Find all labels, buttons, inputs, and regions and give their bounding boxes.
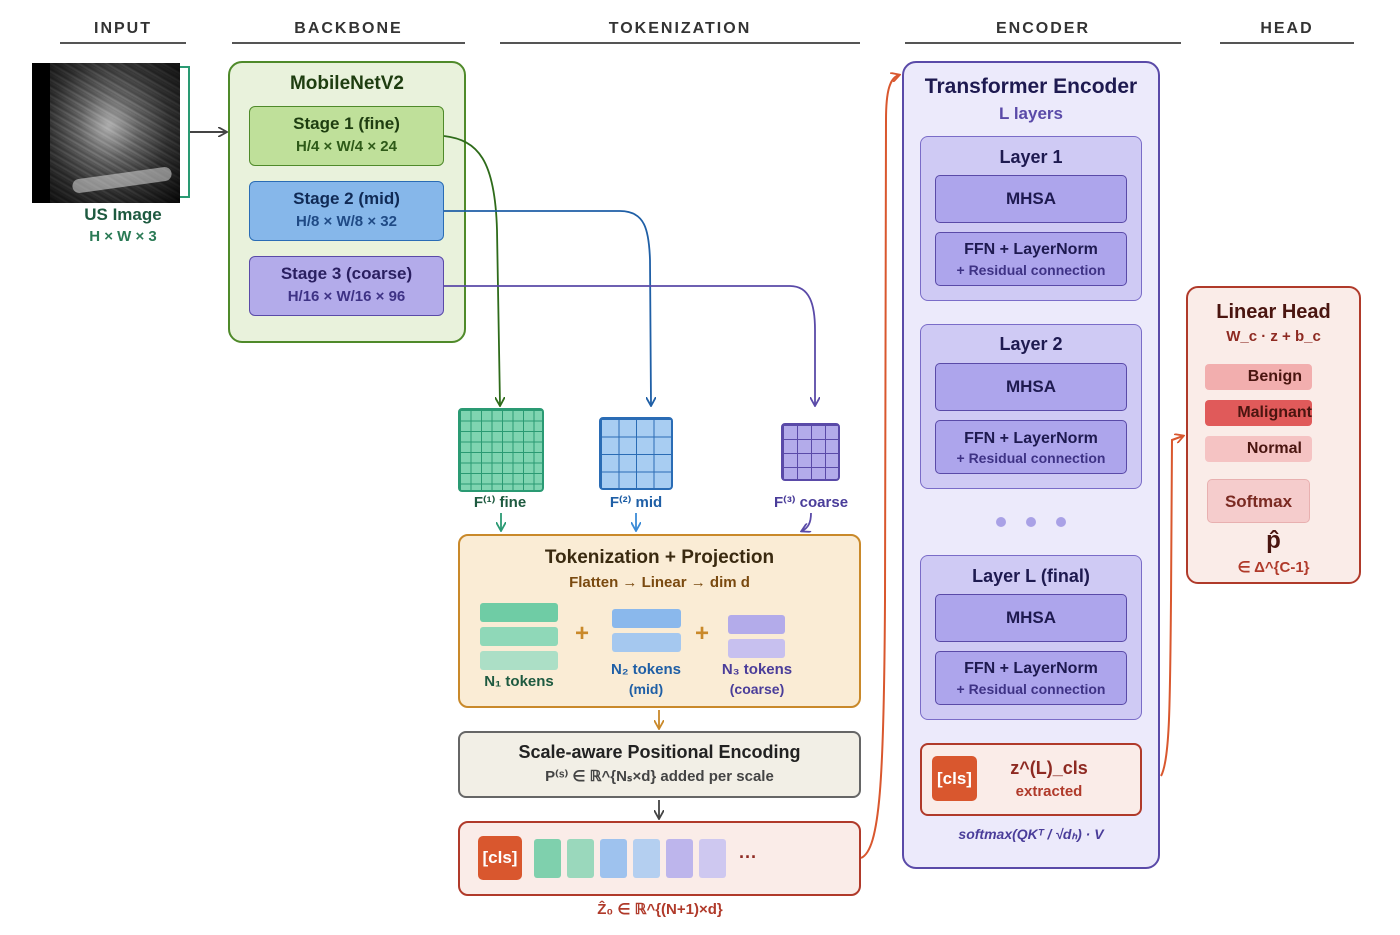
- arrow-sequence-to-encoder: [860, 75, 899, 859]
- layer-1-ffn-label: FFN + LayerNorm: [964, 241, 1098, 258]
- arrow-stage3-to-coarse: [444, 285, 815, 405]
- softmax-box: Softmax: [1207, 479, 1310, 523]
- layer-2-ffn: [935, 420, 1127, 474]
- positional-encoding-title: Scale-aware Positional Encoding: [518, 742, 801, 762]
- arrow-coarse-to-tokenization: [802, 512, 812, 531]
- header-encoder: ENCODER: [995, 20, 1090, 37]
- token-count-mid: N₂ tokens: [610, 661, 681, 678]
- sequence-token-2: [567, 839, 594, 878]
- token-fine-1: [480, 603, 558, 622]
- layer-1-mhsa: MHSA: [935, 175, 1127, 223]
- layer-ellipsis-dot-3: [1056, 517, 1066, 527]
- class-normal: Normal: [1205, 436, 1312, 462]
- token-count-mid-sub: (mid): [628, 681, 664, 697]
- layer-final-ffn-label: FFN + LayerNorm: [964, 660, 1098, 677]
- sequence-token-1: [534, 839, 561, 878]
- arrow-stage2-to-mid: [444, 210, 651, 405]
- layer-2-ffn-label: FFN + LayerNorm: [964, 430, 1098, 447]
- input-title: US Image: [84, 205, 162, 224]
- header-input: INPUT: [94, 20, 152, 37]
- head-box: [1186, 286, 1361, 584]
- header-tokenization: TOKENIZATION: [608, 20, 752, 37]
- tokenization-title: Tokenization + Projection: [544, 547, 775, 568]
- layer-ellipsis-dot-1: [996, 517, 1006, 527]
- encoder-title: Transformer Encoder: [924, 75, 1138, 98]
- feature-label-coarse: F⁽³⁾ coarse: [773, 494, 849, 511]
- layer-1-ffn: [935, 232, 1127, 286]
- token-count-fine: N₁ tokens: [484, 673, 554, 690]
- arrow-cls-to-head: [1160, 436, 1183, 777]
- layer-final-residual: + Residual connection: [956, 681, 1106, 697]
- layer-1-title: Layer 1: [999, 147, 1063, 167]
- stage-2-name: Stage 2 (mid): [293, 189, 400, 208]
- token-coarse-2: [728, 639, 785, 658]
- layer-final-ffn: [935, 651, 1127, 705]
- layer-2-mhsa: MHSA: [935, 363, 1127, 411]
- stage-1-name: Stage 1 (fine): [293, 114, 400, 133]
- sequence-token-6: [699, 839, 726, 878]
- token-count-coarse-sub: (coarse): [729, 681, 785, 697]
- positional-encoding-box: [458, 731, 861, 798]
- plus-sign-2: +: [694, 620, 709, 647]
- header-tokenization-rule: [500, 42, 860, 44]
- header-encoder-rule: [905, 42, 1181, 44]
- token-fine-2: [480, 627, 558, 646]
- sequence-token-5: [666, 839, 693, 878]
- layer-2-residual: + Residual connection: [956, 450, 1106, 466]
- attention-formula: softmax(QKᵀ / √dₕ) · V: [958, 826, 1104, 842]
- plus-sign-1: +: [574, 620, 589, 647]
- arrow-stage1-to-fine: [443, 135, 500, 405]
- feature-grid-coarse: [781, 423, 840, 481]
- token-coarse-1: [728, 615, 785, 634]
- header-input-rule: [60, 42, 186, 44]
- tokenization-subtitle: Flatten → Linear → dim d: [569, 574, 750, 591]
- feature-grid-mid: [599, 417, 673, 490]
- token-count-coarse: N₃ tokens: [721, 661, 793, 678]
- positional-encoding-subtitle: P⁽ˢ⁾ ∈ ℝ^{Nₛ×d} added per scale: [545, 768, 774, 785]
- header-head: HEAD: [1260, 20, 1314, 37]
- simplex-label: ∈ Δ^{C-1}: [1237, 559, 1310, 576]
- class-malignant: Malignant: [1205, 400, 1312, 426]
- stage-1-box: [249, 106, 444, 166]
- token-mid-2: [612, 633, 681, 652]
- sequence-token-4: [633, 839, 660, 878]
- stage-3-shape: H/16 × W/16 × 96: [287, 288, 406, 305]
- header-backbone: BACKBONE: [294, 20, 403, 37]
- cls-token: [cls]: [478, 836, 522, 880]
- layer-final-title: Layer L (final): [972, 566, 1090, 586]
- layer-2-title: Layer 2: [999, 334, 1063, 354]
- token-fine-3: [480, 651, 558, 670]
- feature-grid-fine: [458, 408, 544, 492]
- ultrasound-image-frame: [180, 66, 190, 198]
- sequence-ellipsis: ···: [739, 847, 757, 867]
- header-head-rule: [1220, 42, 1354, 44]
- stage-1-shape: H/4 × W/4 × 24: [296, 138, 397, 155]
- cls-extracted-title: z^(L)_cls: [1010, 758, 1088, 778]
- cls-extracted-sub: extracted: [1015, 783, 1083, 800]
- sequence-caption: Ẑ₀ ∈ ℝ^{(N+1)×d}: [597, 901, 723, 918]
- stage-2-box: [249, 181, 444, 241]
- backbone-title: MobileNetV2: [289, 73, 405, 94]
- encoder-subtitle: L layers: [999, 104, 1063, 123]
- feature-label-mid: F⁽²⁾ mid: [609, 494, 663, 511]
- sequence-token-3: [600, 839, 627, 878]
- layer-final-mhsa: MHSA: [935, 594, 1127, 642]
- feature-label-fine: F⁽¹⁾ fine: [473, 494, 527, 511]
- head-formula: W_c · z + b_c: [1226, 328, 1321, 345]
- head-title: Linear Head: [1216, 301, 1331, 323]
- stage-3-name: Stage 3 (coarse): [280, 264, 413, 283]
- input-shape: H × W × 3: [89, 228, 157, 245]
- cls-extracted-token: [cls]: [932, 756, 977, 801]
- p-hat-symbol: p̂: [1266, 527, 1281, 554]
- token-mid-1: [612, 609, 681, 628]
- layer-ellipsis-dot-2: [1026, 517, 1036, 527]
- class-benign: Benign: [1205, 364, 1312, 390]
- header-backbone-rule: [232, 42, 465, 44]
- stage-2-shape: H/8 × W/8 × 32: [296, 213, 397, 230]
- stage-3-box: [249, 256, 444, 316]
- ultrasound-image: [32, 63, 180, 203]
- layer-1-residual: + Residual connection: [956, 262, 1106, 278]
